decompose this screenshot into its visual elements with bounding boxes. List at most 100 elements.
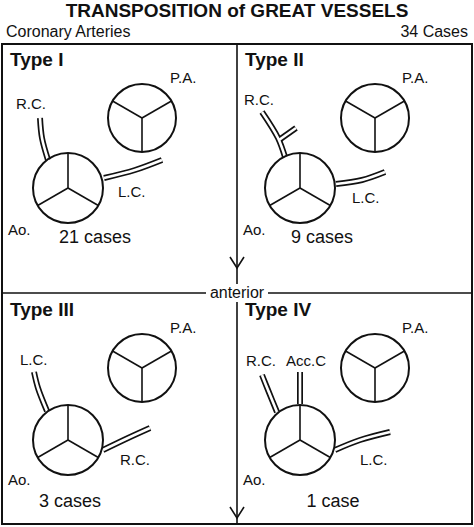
- valve-commissure: [374, 118, 376, 152]
- circle-outline: [265, 153, 335, 223]
- vessel-outline: [103, 428, 150, 450]
- valve-commissure: [346, 101, 375, 118]
- subtitle: Coronary Arteries: [6, 23, 131, 41]
- valve-commissure: [113, 351, 142, 368]
- vessel-outline: [34, 372, 47, 411]
- circle-outline: [264, 404, 336, 476]
- circle-outline: [33, 405, 103, 475]
- type-heading: Type I: [10, 50, 64, 71]
- vessel-outline: [335, 432, 390, 450]
- valve-commissure: [142, 101, 171, 118]
- vessel-outline: [336, 172, 385, 184]
- type-panel: Type II9 casesAo.P.A.: [238, 45, 471, 292]
- orientation-label: anterior: [206, 284, 268, 302]
- vessel-outline: [262, 112, 285, 157]
- vessel-circle: Ao.: [32, 152, 104, 224]
- vessel-name: P.A.: [402, 320, 428, 337]
- case-count: 3 cases: [39, 492, 101, 512]
- vessel-lumen: [299, 372, 302, 404]
- valve-commissure: [38, 440, 68, 458]
- type-panel: Type I21 casesAo.P.A.: [3, 45, 236, 292]
- artery-label: Acc.C: [286, 353, 326, 370]
- vessel-name: P.A.: [170, 320, 196, 337]
- artery-label: L.C.: [118, 184, 146, 201]
- vessel-lumen: [262, 112, 285, 157]
- type-panel: Type III3 casesAo.P.A.: [3, 294, 236, 523]
- case-total: 34 Cases: [400, 23, 468, 41]
- vessel-outline: [104, 160, 162, 178]
- vessel-circle: P.A.: [340, 333, 410, 403]
- circle-outline: [107, 333, 177, 403]
- circle-outline: [341, 334, 409, 402]
- circle-outline: [107, 83, 177, 153]
- artery-label: R.C.: [120, 452, 150, 469]
- valve-commissure: [38, 188, 68, 206]
- vessel-lumen: [40, 118, 48, 160]
- valve-commissure: [300, 440, 330, 458]
- vessel-name: Ao.: [243, 222, 266, 239]
- circle-outline: [264, 152, 336, 224]
- vessel-lumen: [103, 428, 150, 450]
- vessel-circle: P.A.: [340, 83, 410, 153]
- artery-label: R.C.: [246, 353, 276, 370]
- vessel-outline: [297, 372, 303, 404]
- valve-commissure: [68, 188, 98, 206]
- valve-commissure: [375, 101, 404, 118]
- vessel-name: Ao.: [243, 472, 266, 489]
- vessel-name: Ao.: [8, 222, 31, 239]
- valve-commissure: [270, 188, 300, 206]
- vessel-circle: P.A.: [107, 83, 177, 153]
- case-count: 1 case: [306, 492, 359, 512]
- vessel-name: Ao.: [8, 472, 31, 489]
- valve-commissure: [141, 118, 143, 152]
- artery-label: R.C.: [16, 96, 46, 113]
- artery-label: L.C.: [20, 352, 48, 369]
- vessel-name: P.A.: [170, 70, 196, 87]
- vessel-circle: Ao.: [32, 404, 104, 476]
- coronary-vessels: [34, 112, 390, 450]
- vessel-circle: P.A.: [107, 333, 177, 403]
- valve-commissure: [270, 440, 300, 458]
- circle-outline: [32, 404, 104, 476]
- vessel-name: P.A.: [402, 70, 428, 87]
- circle-outline: [340, 333, 410, 403]
- vessel-lumen: [279, 128, 296, 140]
- artery-label: L.C.: [352, 190, 380, 207]
- circle-outline: [33, 153, 103, 223]
- arrow-head: [230, 507, 244, 518]
- vessel-outline: [40, 118, 48, 160]
- title: TRANSPOSITION of GREAT VESSELS: [66, 1, 409, 22]
- vessel-lumen: [34, 372, 47, 411]
- circle-outline: [340, 83, 410, 153]
- vessel-lumen: [335, 432, 390, 450]
- circle-outline: [341, 84, 409, 152]
- valve-commissure: [300, 188, 330, 206]
- vessel-outline: [279, 128, 296, 140]
- valve-commissure: [67, 405, 69, 440]
- vessel-lumen: [336, 172, 385, 184]
- case-count: 9 cases: [291, 228, 353, 248]
- valve-commissure: [374, 368, 376, 402]
- vessel-outline: [262, 375, 277, 412]
- case-count: 21 cases: [59, 228, 131, 248]
- valve-commissure: [299, 405, 301, 440]
- artery-label: R.C.: [244, 92, 274, 109]
- type-heading: Type II: [245, 50, 304, 71]
- valve-commissure: [67, 153, 69, 188]
- type-heading: Type III: [10, 300, 74, 321]
- valve-commissure: [346, 351, 375, 368]
- arrow-head: [230, 257, 244, 268]
- vessel-lumen: [262, 375, 277, 412]
- valve-commissure: [113, 101, 142, 118]
- vessel-circle: Ao.: [264, 404, 336, 476]
- circle-outline: [108, 84, 176, 152]
- type-heading: Type IV: [245, 300, 311, 321]
- outer-frame: [2, 44, 472, 524]
- valve-commissure: [141, 368, 143, 402]
- artery-label: L.C.: [360, 452, 388, 469]
- valve-commissure: [68, 440, 98, 458]
- circle-outline: [32, 152, 104, 224]
- vessel-circle: Ao.: [264, 152, 336, 224]
- vessel-lumen: [104, 160, 162, 178]
